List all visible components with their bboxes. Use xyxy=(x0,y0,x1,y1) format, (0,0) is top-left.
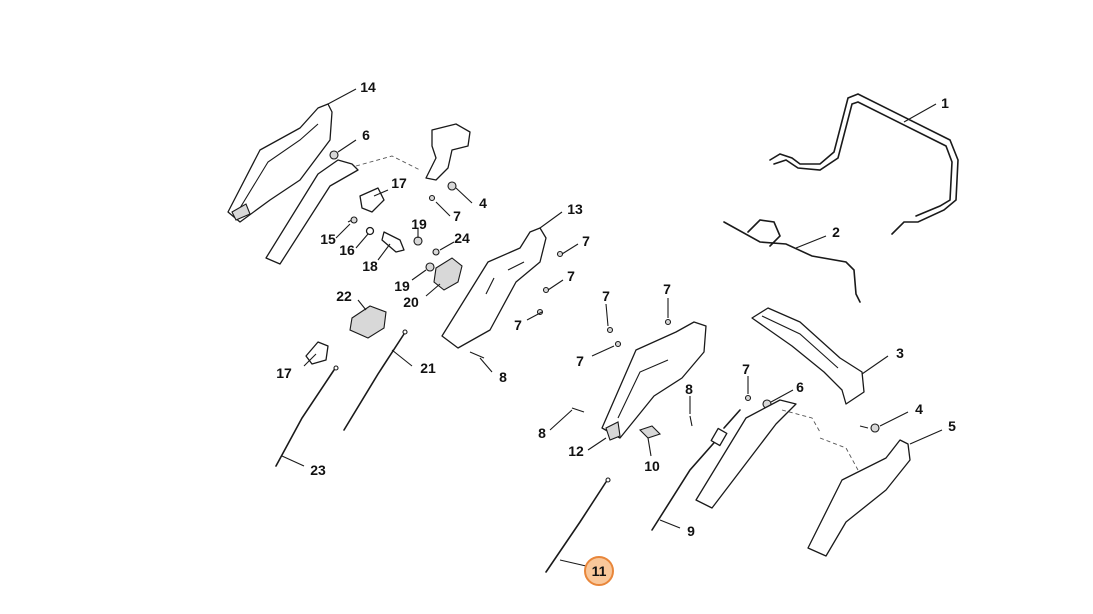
part-2-bail-bar[interactable] xyxy=(723,219,861,303)
callout-5[interactable]: 5 xyxy=(948,418,956,434)
part-21-cable[interactable] xyxy=(343,329,408,431)
callout-17-lower[interactable]: 17 xyxy=(276,365,292,381)
callout-11-highlighted[interactable]: 11 xyxy=(584,556,614,586)
callout-18[interactable]: 18 xyxy=(362,258,378,274)
part-17-knob-upper[interactable] xyxy=(359,187,385,213)
part-19-washer-lower[interactable] xyxy=(425,262,435,272)
part-12-lever-housing[interactable] xyxy=(601,321,707,441)
callout-4-upper[interactable]: 4 xyxy=(479,195,487,211)
callout-6-lower[interactable]: 6 xyxy=(796,379,804,395)
part-8-screw-upper[interactable] xyxy=(469,351,485,359)
part-19-washer-upper[interactable] xyxy=(413,236,423,246)
screw-set-7-middle[interactable] xyxy=(606,318,752,402)
part-5-side-cover[interactable] xyxy=(807,437,911,557)
callout-13[interactable]: 13 xyxy=(567,201,583,217)
callout-leaders xyxy=(281,88,943,567)
callout-12[interactable]: 12 xyxy=(568,443,584,459)
callout-23[interactable]: 23 xyxy=(310,462,326,478)
callout-7-g[interactable]: 7 xyxy=(576,353,584,369)
callout-22[interactable]: 22 xyxy=(336,288,352,304)
callout-2[interactable]: 2 xyxy=(832,224,840,240)
part-13-control-plate[interactable] xyxy=(441,227,547,349)
callout-7-c[interactable]: 7 xyxy=(567,268,575,284)
callout-7-f[interactable]: 7 xyxy=(663,281,671,297)
callout-7-h[interactable]: 7 xyxy=(742,361,750,377)
right-lower-handle-bar[interactable] xyxy=(695,399,821,509)
callout-6-upper[interactable]: 6 xyxy=(362,127,370,143)
part-22-switch-block[interactable] xyxy=(349,305,387,339)
callout-1[interactable]: 1 xyxy=(941,95,949,111)
part-8-screw-right[interactable] xyxy=(689,415,693,427)
part-3-handle-grip[interactable] xyxy=(751,307,865,405)
callout-8-c[interactable]: 8 xyxy=(538,425,546,441)
callout-7-d[interactable]: 7 xyxy=(514,317,522,333)
callout-7-e[interactable]: 7 xyxy=(602,288,610,304)
part-10-clip[interactable] xyxy=(638,425,662,439)
callout-15[interactable]: 15 xyxy=(320,231,336,247)
part-16-washer[interactable] xyxy=(365,226,375,236)
callout-4-lower[interactable]: 4 xyxy=(915,401,923,417)
callout-21[interactable]: 21 xyxy=(420,360,436,376)
callout-19-lower[interactable]: 19 xyxy=(394,278,410,294)
callout-7-b[interactable]: 7 xyxy=(582,233,590,249)
part-8-screw-left[interactable] xyxy=(571,407,585,413)
part-23-cable[interactable] xyxy=(275,365,339,467)
callout-8-a[interactable]: 8 xyxy=(499,369,507,385)
callout-24[interactable]: 24 xyxy=(454,230,470,246)
part-9-cable[interactable] xyxy=(651,409,741,531)
part-20-clamp[interactable] xyxy=(433,257,463,291)
part-1-upper-handle[interactable] xyxy=(769,93,959,235)
part-18-cable-connector[interactable] xyxy=(381,231,405,253)
callout-9[interactable]: 9 xyxy=(687,523,695,539)
part-4-pivot-knob-upper[interactable] xyxy=(425,123,471,191)
left-handle-bar[interactable] xyxy=(265,155,421,265)
part-15-screw[interactable] xyxy=(347,216,358,224)
screw-set-7-upper[interactable] xyxy=(428,194,564,316)
callout-labels: 14 6 1 2 3 4 5 6 4 13 17 17 15 16 18 19 … xyxy=(276,79,956,586)
part-11-cable[interactable] xyxy=(545,477,611,573)
svg-text:11: 11 xyxy=(592,563,607,579)
callout-7-a[interactable]: 7 xyxy=(453,208,461,224)
part-4-pivot-knob-lower[interactable] xyxy=(859,423,880,433)
callout-8-b[interactable]: 8 xyxy=(685,381,693,397)
callout-3[interactable]: 3 xyxy=(896,345,904,361)
part-6-nut-upper[interactable] xyxy=(329,150,339,160)
callout-14[interactable]: 14 xyxy=(360,79,376,95)
callout-16[interactable]: 16 xyxy=(339,242,355,258)
callout-10[interactable]: 10 xyxy=(644,458,660,474)
callout-19-upper[interactable]: 19 xyxy=(411,216,427,232)
part-24-screw[interactable] xyxy=(432,248,440,256)
callout-20[interactable]: 20 xyxy=(403,294,419,310)
part-14-handle-cover[interactable] xyxy=(227,103,333,223)
callout-17-upper[interactable]: 17 xyxy=(391,175,407,191)
